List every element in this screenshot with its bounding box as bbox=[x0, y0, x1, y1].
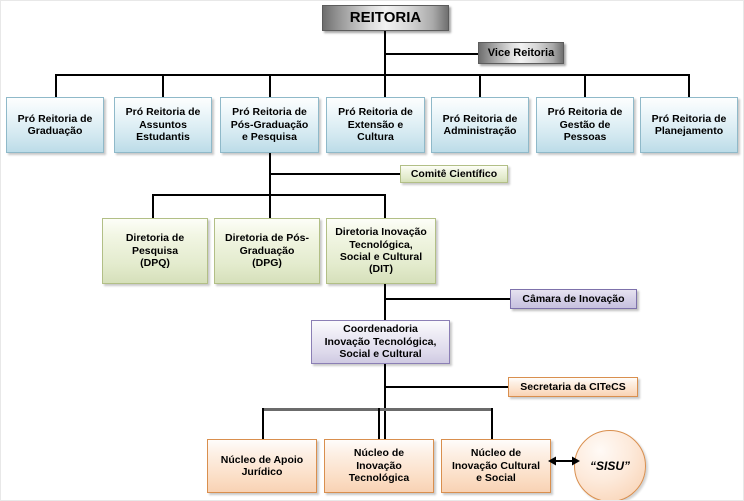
connector-drop-planejamento bbox=[688, 74, 690, 97]
node-diretoria-pesquisa[interactable]: Diretoria de Pesquisa (DPQ) bbox=[102, 218, 208, 284]
node-pro-reitoria-gestao-pessoas[interactable]: Pró Reitoria de Gestão de Pessoas bbox=[536, 97, 634, 153]
node-coordenadoria-inovacao[interactable]: Coordenadoria Inovação Tecnológica, Soci… bbox=[311, 320, 450, 364]
node-secretaria-citecs[interactable]: Secretaria da CITeCS bbox=[508, 377, 638, 397]
node-pro-reitoria-extensao-cultura[interactable]: Pró Reitoria de Extensão e Cultura bbox=[326, 97, 425, 153]
connector-coordenadoria-trunk bbox=[384, 364, 386, 439]
connector-reitoria-trunk bbox=[384, 31, 386, 97]
connector-drop-assuntos bbox=[162, 74, 164, 97]
node-pro-reitoria-administracao[interactable]: Pró Reitoria de Administração bbox=[431, 97, 529, 153]
node-sisu[interactable]: “SISU” bbox=[574, 430, 646, 500]
connector-posgraduacao-trunk bbox=[269, 153, 271, 218]
connector-drop-nucleo-juridico bbox=[262, 408, 264, 439]
connector-drop-extensao bbox=[384, 74, 386, 97]
node-diretoria-pos-graduacao[interactable]: Diretoria de Pós- Graduação (DPG) bbox=[214, 218, 320, 284]
connector-vice-reitoria bbox=[384, 53, 478, 55]
node-pro-reitoria-planejamento[interactable]: Pró Reitoria de Planejamento bbox=[640, 97, 738, 153]
connector-dit-trunk bbox=[384, 284, 386, 320]
node-pro-reitoria-pos-graduacao-pesquisa[interactable]: Pró Reitoria de Pós-Graduação e Pesquisa bbox=[220, 97, 319, 153]
node-nucleo-apoio-juridico[interactable]: Núcleo de Apoio Jurídico bbox=[207, 439, 317, 493]
connector-camara-inovacao bbox=[384, 298, 510, 300]
connector-drop-administracao bbox=[479, 74, 481, 97]
connector-drop-graduacao bbox=[55, 74, 57, 97]
node-pro-reitoria-graduacao[interactable]: Pró Reitoria de Graduação bbox=[6, 97, 104, 153]
node-camara-inovacao[interactable]: Câmara de Inovação bbox=[510, 289, 637, 309]
node-reitoria[interactable]: REITORIA bbox=[322, 5, 449, 31]
node-nucleo-inovacao-cultural-social[interactable]: Núcleo de Inovação Cultural e Social bbox=[441, 439, 551, 493]
connector-secretaria-citecs bbox=[384, 386, 508, 388]
connector-drop-posgraduacao bbox=[269, 74, 271, 97]
connector-drop-gestao bbox=[584, 74, 586, 97]
connector-drop-nucleo-cultural bbox=[491, 408, 493, 439]
connector-bus-nucleos bbox=[262, 408, 493, 411]
node-pro-reitoria-assuntos-estudantis[interactable]: Pró Reitoria de Assuntos Estudantis bbox=[114, 97, 212, 153]
connector-drop-nucleo-tecnologica bbox=[378, 408, 380, 439]
connector-drop-diretoria-pesquisa bbox=[152, 194, 154, 218]
connector-bus-pro-reitorias bbox=[55, 74, 690, 76]
node-diretoria-inovacao[interactable]: Diretoria Inovação Tecnológica, Social e… bbox=[326, 218, 436, 284]
connector-drop-diretoria-posgraduacao bbox=[269, 194, 271, 218]
double-arrow-sisu bbox=[548, 454, 580, 468]
node-vice-reitoria[interactable]: Vice Reitoria bbox=[478, 42, 564, 64]
node-nucleo-inovacao-tecnologica[interactable]: Núcleo de Inovação Tecnológica bbox=[324, 439, 434, 493]
connector-comite-cientifico bbox=[269, 173, 400, 175]
node-comite-cientifico[interactable]: Comitê Científico bbox=[400, 165, 508, 183]
connector-drop-diretoria-inovacao bbox=[384, 194, 386, 218]
